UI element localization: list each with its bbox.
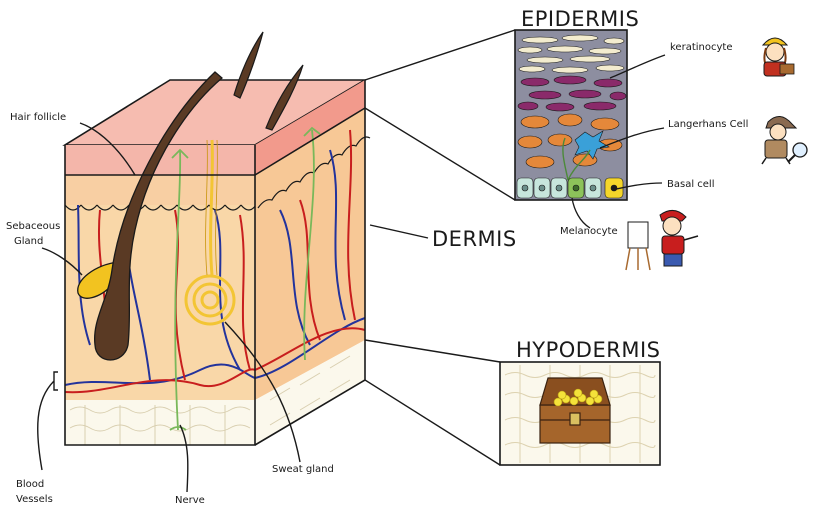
label-blood-1: Blood <box>16 479 44 490</box>
label-basal-cell: Basal cell <box>667 179 715 190</box>
leader-blood-vessels <box>37 371 58 471</box>
label-sebaceous-2: Gland <box>14 236 43 247</box>
leader-nerve <box>179 424 189 493</box>
dermis-title: DERMIS <box>432 227 517 251</box>
label-langerhans: Langerhans Cell <box>668 119 748 130</box>
label-sweat-gland: Sweat gland <box>272 464 334 475</box>
side-hypodermis <box>255 340 365 445</box>
hypodermis-inset <box>499 361 661 466</box>
leader-sweat-gland <box>224 321 301 463</box>
stratum-spinosum-cells <box>517 113 623 169</box>
fat-cells <box>69 355 351 445</box>
leader-dermis <box>369 224 429 239</box>
zoom-hypodermis-bottom <box>364 379 501 466</box>
hair-follicle <box>93 71 224 361</box>
block-outline <box>64 80 366 446</box>
melanocyte-dendrites <box>562 137 591 181</box>
epidermis-pointers <box>571 54 666 229</box>
zoom-epidermis-top <box>364 29 516 81</box>
sweat-gland <box>184 139 236 326</box>
construction-worker-icon <box>761 37 795 77</box>
sebaceous-gland <box>77 261 119 299</box>
painter-icon <box>625 210 699 271</box>
hair-shaft-2 <box>265 64 304 131</box>
epidermis-title: EPIDERMIS <box>521 7 639 31</box>
zoom-epidermis-bottom <box>364 107 516 201</box>
zoom-hypodermis-top <box>364 339 501 363</box>
label-sebaceous-1: Sebaceous <box>6 221 60 232</box>
langerhans-cell-shape <box>574 130 610 160</box>
leader-sebaceous <box>41 247 83 276</box>
label-nerve: Nerve <box>175 495 205 506</box>
label-blood-2: Vessels <box>16 494 53 505</box>
label-keratinocyte: keratinocyte <box>670 42 732 53</box>
hair-shaft-1 <box>233 31 264 99</box>
label-melanocyte: Melanocyte <box>560 226 618 237</box>
detective-icon <box>761 116 808 165</box>
side-dermis <box>255 108 365 400</box>
stratum-granulosum-cells <box>517 75 627 112</box>
text-labels: EPIDERMIS DERMIS HYPODERMIS Hair follicl… <box>6 7 748 506</box>
skin-block <box>62 31 371 446</box>
front-upper-band <box>65 175 255 205</box>
hypodermis-title: HYPODERMIS <box>516 338 660 362</box>
sweat-gland-outline <box>205 139 218 276</box>
stratum-basale-cells <box>516 177 624 199</box>
epidermis-inset <box>514 29 666 229</box>
treasure-chest-icon <box>539 377 611 444</box>
leader-hair-follicle <box>79 122 136 176</box>
stratum-corneum-cells <box>517 34 625 74</box>
nerves <box>169 126 321 431</box>
label-hair-follicle: Hair follicle <box>10 112 66 123</box>
side-epidermis <box>255 80 365 175</box>
leader-lines <box>37 29 516 493</box>
